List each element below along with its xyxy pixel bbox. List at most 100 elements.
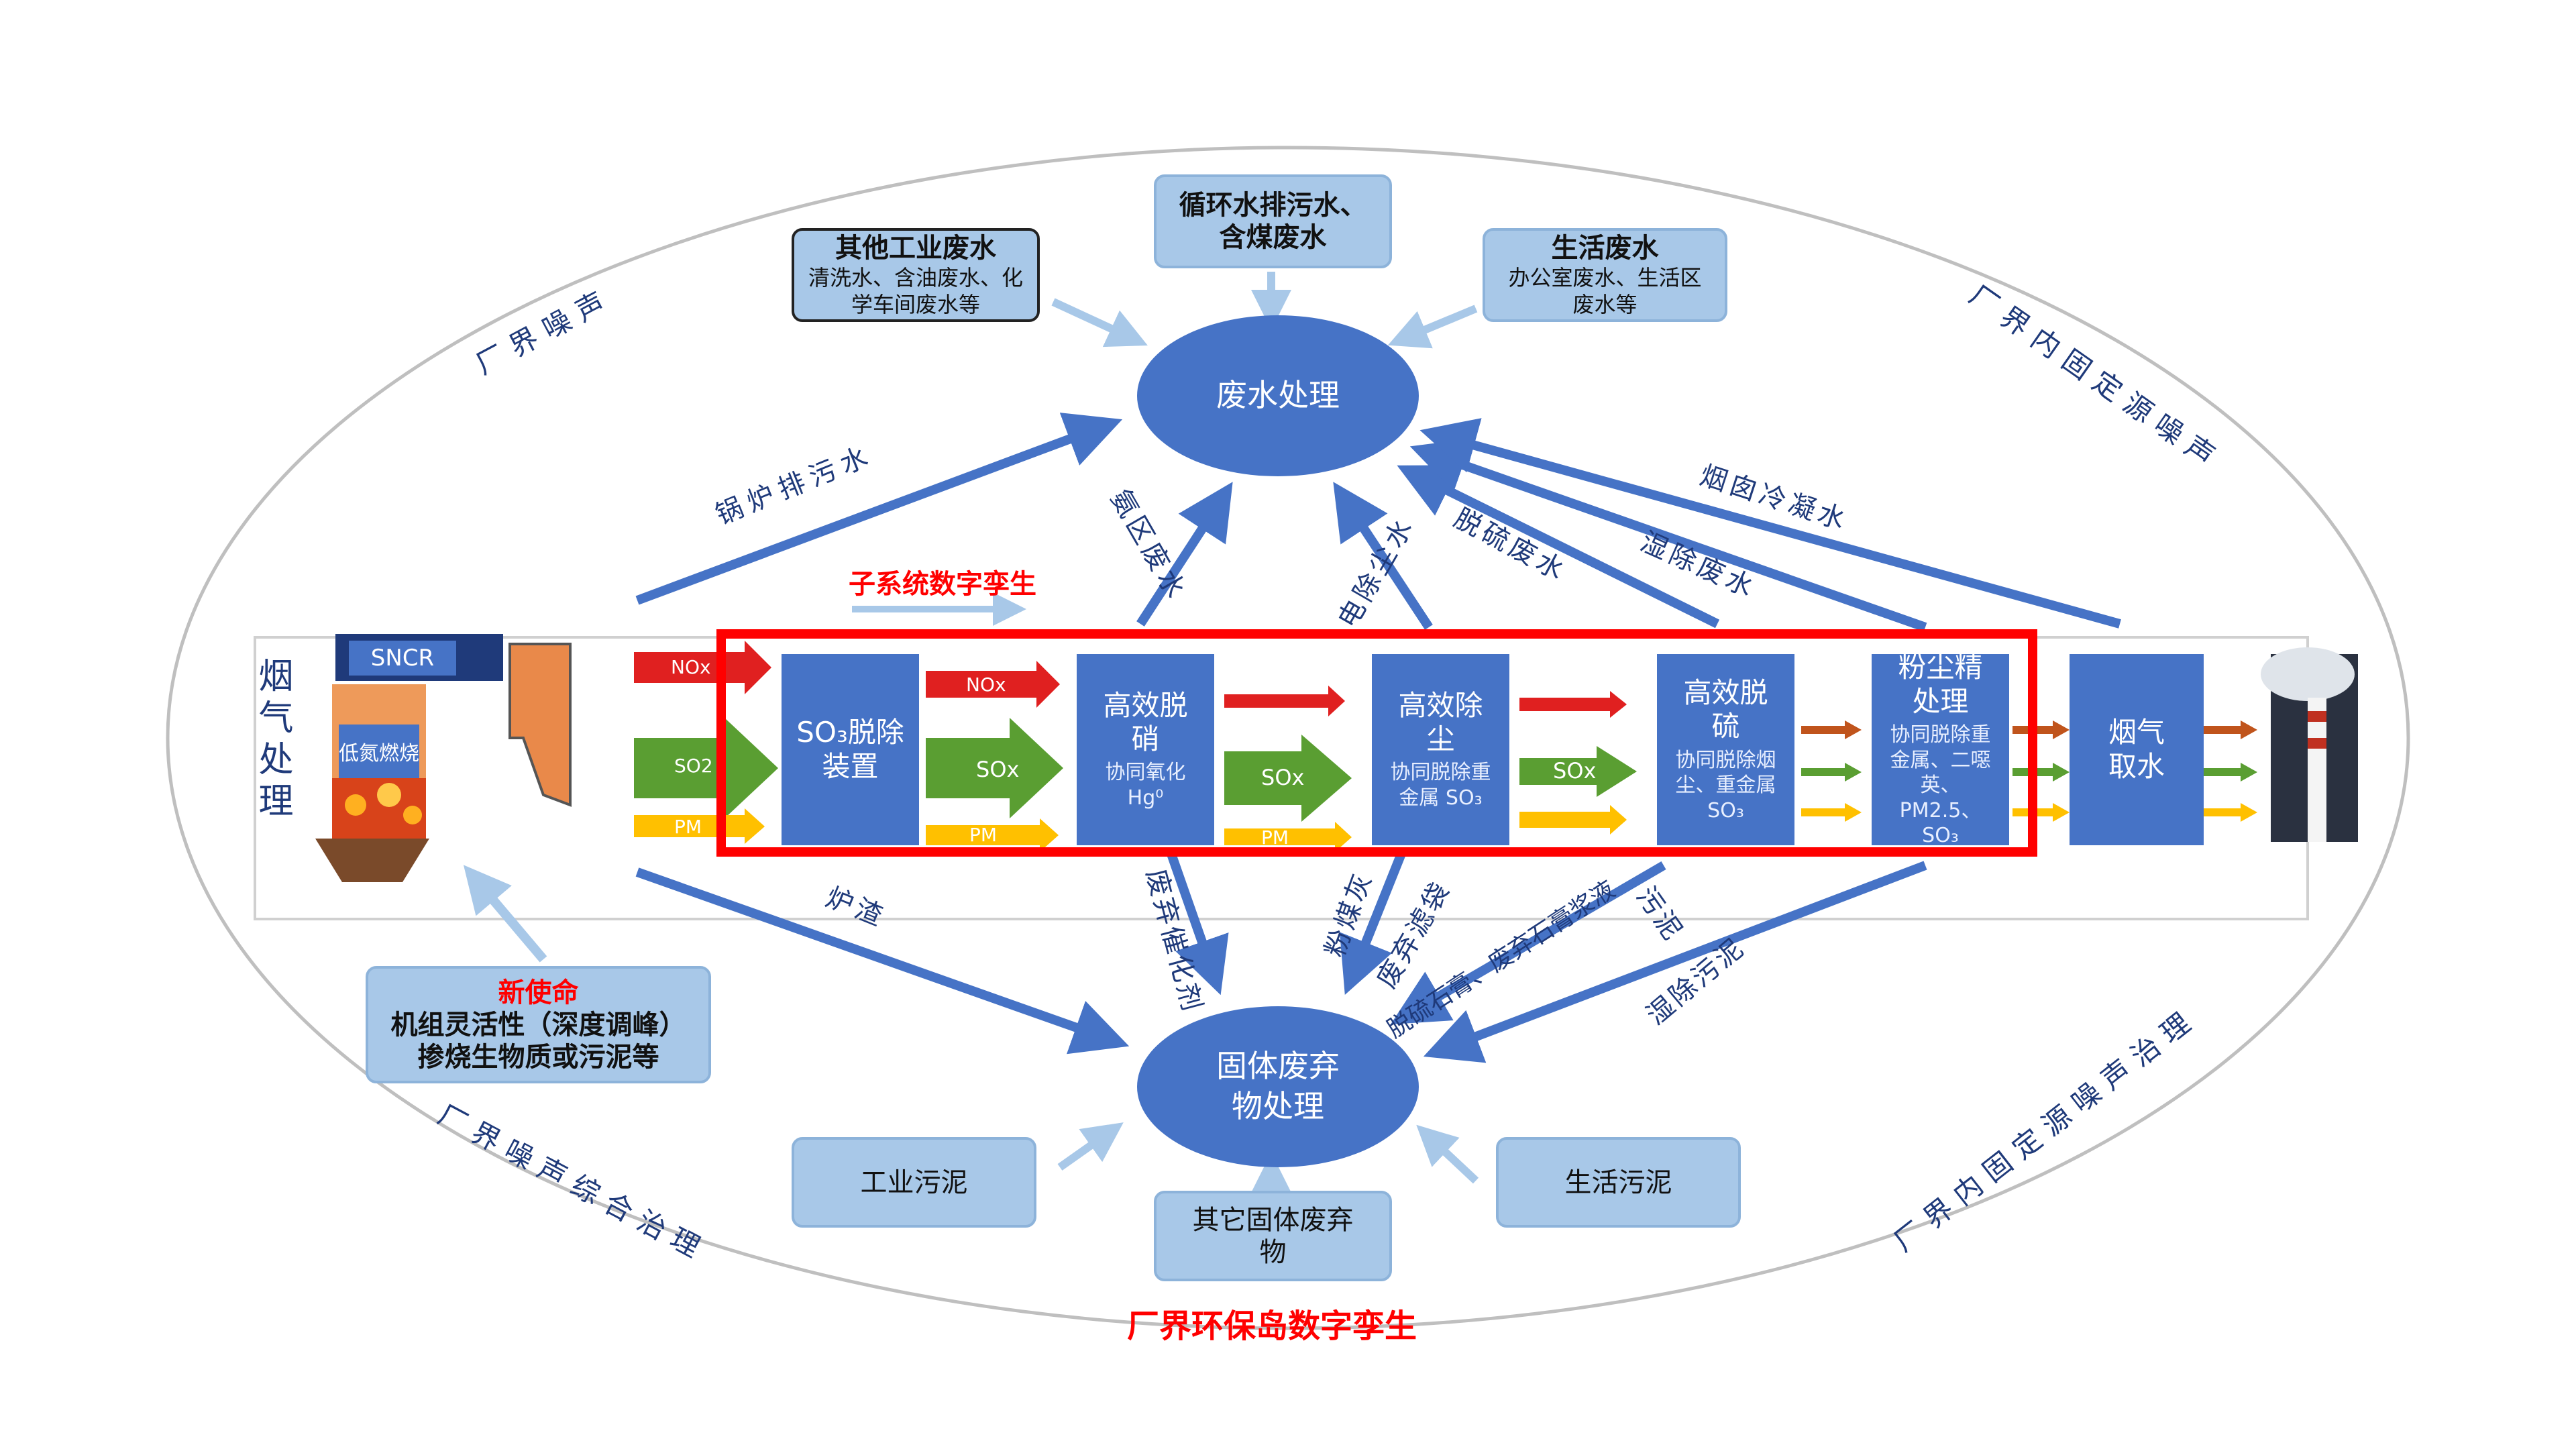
other-solid-waste-box: 其它固体废弃物 [1154,1191,1392,1281]
sncr-box: SNCR [349,641,456,676]
arrow-ammonia-wastewater [1136,482,1233,627]
pm-label: PM [969,824,998,846]
dust-removal-block: 高效除尘 协同脱除重金属 SO₃ [1372,654,1509,845]
arrow-slag [635,867,1130,1055]
industrial-sludge-box: 工业污泥 [792,1137,1036,1228]
stream-sox-arrow [926,718,1063,818]
domestic-sludge-box: 生活污泥 [1496,1137,1741,1228]
box-title: 生活废水 [1551,233,1659,264]
wastewater-treatment-label: 废水处理 [1216,377,1340,414]
stream-arrow [1801,720,1862,739]
arrow-wet-sludge [1423,861,1927,1063]
block-title: 高效脱硫 [1683,676,1768,743]
arrow-industrial-sludge [1057,1122,1124,1171]
stream-arrow [2012,803,2070,822]
denitrification-block: 高效脱硝 协同氧化Hg⁰ [1077,654,1214,845]
stream-arrow [2204,803,2257,822]
stream-nox-arrow [926,661,1060,708]
block-title: SO₃脱除装置 [796,716,904,783]
boiler-bottom [315,839,429,882]
block-subtitle: 协同脱除重金属、二噁英、PM2.5、SO₃ [1890,723,1991,848]
stream-arrow [2012,720,2070,739]
box-title: 其它固体废弃物 [1192,1204,1354,1268]
new-mission-title: 新使命 [498,977,579,1008]
sox-label: SOx [1553,758,1597,784]
low-nox-label: 低氮燃烧 [339,742,419,765]
stream-arrow [2204,763,2257,782]
flame-dot [345,794,366,816]
block-subtitle: 协同氧化Hg⁰ [1105,761,1186,810]
arrow-new-mission [463,865,547,963]
arrow-domestic-sludge [1416,1124,1479,1184]
new-mission-box: 新使命 机组灵活性（深度调峰） 掺烧生物质或污泥等 [366,966,711,1083]
box-title: 工业污泥 [860,1167,968,1198]
stream-pm-arrow [926,818,1059,852]
stream-so2-arrow [634,718,778,818]
stream-sox-arrow [1519,746,1637,797]
block-subtitle: 协同脱除烟尘、重金属 SO₃ [1675,748,1776,822]
stream-pm-arrow [1224,822,1352,852]
boiler-hopper [508,643,572,807]
sncr-label: SNCR [370,645,435,672]
so2-label: SO2 [674,755,713,777]
block-title: 高效脱硝 [1103,688,1188,755]
circulating-water-box: 循环水排污水、含煤废水 [1154,174,1392,268]
nox-label: NOx [671,656,711,678]
stream-sox-arrow [1224,735,1352,822]
box-title: 生活污泥 [1564,1167,1672,1198]
outer-boundary-ellipse [166,146,2410,1330]
subsystem-digital-twin-label: 子系统数字孪生 [849,569,1036,600]
arrow-boiler-blowdown [635,413,1123,605]
new-mission-line2: 掺烧生物质或污泥等 [417,1041,659,1073]
solid-waste-treatment-label: 固体废弃物处理 [1216,1048,1340,1124]
domestic-wastewater-box: 生活废水 办公室废水、生活区废水等 [1483,228,1727,322]
stream-nox-arrow [1224,686,1345,716]
chimney-stripe [2308,738,2326,749]
arrow-spent-catalyst [1166,850,1229,996]
arrow-flue-condensate [1419,418,2121,629]
arrow-precipitator-water [1333,482,1433,630]
subsystem-digital-twin-frame [716,629,2037,857]
box-title: 循环水排污水、含煤废水 [1179,190,1367,253]
wastewater-treatment-oval: 废水处理 [1137,315,1419,476]
solid-waste-treatment-oval: 固体废弃物处理 [1137,1006,1419,1167]
stream-pm-arrow [1519,805,1627,835]
arrow-gypsum [1390,861,1666,1025]
arrow-domestic-water [1387,305,1478,349]
box-subtitle: 清洗水、含油废水、化学车间废水等 [808,265,1023,317]
sox-label: SOx [1261,765,1305,790]
arrow-fly-ash [1340,850,1407,995]
stream-arrow [1801,803,1862,822]
pm-label: PM [674,816,702,838]
stream-nox-arrow [1519,691,1627,718]
stream-nox-arrow [634,641,771,694]
flame-dot [377,783,401,807]
so3-removal-block: SO₃脱除装置 [782,654,919,845]
stream-arrow [2012,763,2070,782]
flue-water-extraction-block: 烟气取水 [2070,654,2204,845]
block-subtitle: 协同脱除重金属 SO₃ [1390,761,1491,810]
new-mission-line1: 机组灵活性（深度调峰） [390,1009,686,1040]
pm-label: PM [1261,826,1289,849]
other-industrial-wastewater-box: 其他工业废水 清洗水、含油废水、化学车间废水等 [792,228,1040,322]
block-title: 烟气取水 [2108,716,2165,783]
block-title: 粉尘精处理 [1898,651,1983,718]
nox-label: NOx [966,674,1006,696]
environmental-island-caption: 厂界环保岛数字孪生 [1127,1307,1417,1345]
flue-gas-label: 烟气处理 [252,657,292,824]
stream-pm-arrow [634,808,765,844]
chimney-stripe [2308,711,2326,722]
sox-label: SOx [976,757,1020,782]
arrow-wet-dust-wastewater [1409,438,1927,632]
flame-dot [403,806,422,824]
low-nox-box: 低氮燃烧 [339,724,419,778]
stream-arrow [1801,763,1862,782]
dust-fine-treatment-block: 粉尘精处理 协同脱除重金属、二噁英、PM2.5、SO₃ [1872,651,2009,847]
box-title: 其他工业废水 [835,233,996,264]
arrow-industrial-water [1051,298,1148,347]
desulfurization-block: 高效脱硫 协同脱除烟尘、重金属 SO₃ [1657,654,1794,845]
chimney-smoke [2261,647,2355,701]
stream-arrow [2204,720,2257,739]
